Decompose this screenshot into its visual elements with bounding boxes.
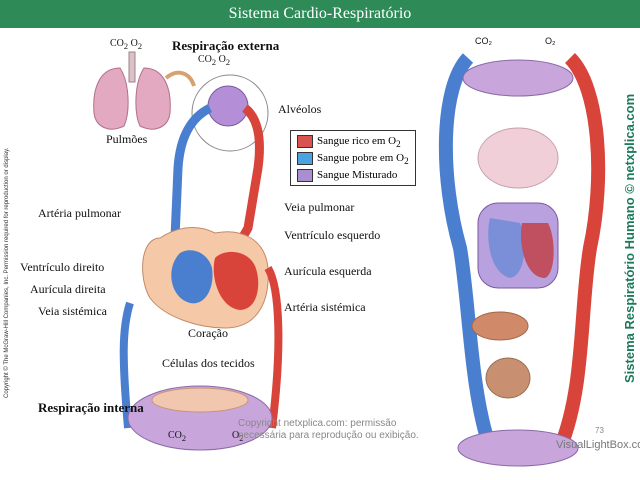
footer-brand: VisualLightBox.com <box>556 439 640 451</box>
legend-item-oxygen-poor: Sangue pobre em O2 <box>297 152 409 166</box>
pulmonary-vein-label: Veia pulmonar <box>284 200 355 214</box>
legend-swatch-blue <box>297 152 313 165</box>
watermark: Copyright netxplica.com: permissão neces… <box>238 418 419 442</box>
tissue-cells-label: Células dos tecidos <box>162 356 255 370</box>
arrow-to-alveoli <box>164 70 196 87</box>
legend-label: Sangue pobre em O <box>317 152 405 165</box>
alveoli-zoom-circle <box>191 74 269 152</box>
right-ventricle <box>171 250 213 304</box>
co2-subscript-3: 2 <box>181 434 187 443</box>
alveoli-label: Alvéolos <box>278 102 322 116</box>
co2-subscript: 2 <box>123 42 129 51</box>
watermark-line-1: Copyright netxplica.com: permissão <box>238 418 397 429</box>
o2-subscript-3: 2 <box>239 434 244 443</box>
left-atrium-label: Aurícula esquerda <box>284 264 372 278</box>
co2-text-3: CO <box>168 430 182 441</box>
diagram-stage: CO₂ O₂ CO2 O2 Respiração externa CO2 O2 … <box>0 28 640 480</box>
legend-item-mixed: Sangue Misturado <box>297 169 397 183</box>
o2-text-3: O <box>232 430 240 441</box>
copyright-notice: Copyright © The McGraw-Hill Companies, I… <box>4 147 10 398</box>
pulmonary-artery <box>170 103 213 239</box>
internal-respiration-label: Respiração interna <box>38 400 144 415</box>
alveoli-co2-o2-label: CO2 O2 <box>198 54 230 67</box>
o2-subscript-2: 2 <box>225 58 230 67</box>
legend-swatch-purple <box>297 169 313 182</box>
left-ventricle-label: Ventrículo esquerdo <box>284 228 381 242</box>
left-ventricle <box>213 251 259 310</box>
lungs-illustration <box>93 51 171 130</box>
page-title: Sistema Cardio-Respiratório <box>0 0 640 28</box>
lungs-label: Pulmões <box>106 132 148 146</box>
heart-label: Coração <box>188 326 228 340</box>
circulation-illustration: CO₂ O₂ <box>93 36 606 467</box>
alveoli-cluster <box>207 85 249 127</box>
pulmonary-artery-label: Artéria pulmonar <box>38 206 121 220</box>
legend-subscript: 2 <box>404 156 409 167</box>
legend-swatch-red <box>297 135 313 148</box>
side-credit-text: Sistema Respiratório Humano © netxplica.… <box>622 93 637 383</box>
legend-label: Sangue rico em O <box>317 135 397 148</box>
systemic-artery <box>264 265 283 429</box>
co2-text: CO <box>110 38 124 49</box>
external-respiration-label: Respiração externa <box>172 38 280 53</box>
systemic-vein-label: Veia sistémica <box>38 304 107 318</box>
right-full-body-circulation <box>438 53 606 467</box>
right-atrium-label: Aurícula direita <box>30 282 106 296</box>
co2-text-2: CO <box>198 54 212 65</box>
legend-subscript: 2 <box>396 139 401 150</box>
watermark-line-2: necessária para reprodução ou exibição. <box>238 430 419 441</box>
page-number: 73 <box>595 426 604 435</box>
right-o2-label: O₂ <box>545 36 556 46</box>
tissue-co2-label: CO2 <box>168 430 186 443</box>
tissue-cells <box>151 387 249 413</box>
o2-text-2: O <box>218 54 226 65</box>
right-ventricle-label: Ventrículo direito <box>20 260 105 274</box>
right-co2-label: CO₂ <box>475 36 493 46</box>
o2-subscript: 2 <box>137 42 142 51</box>
systemic-artery-label: Artéria sistémica <box>284 300 366 314</box>
o2-text: O <box>130 38 138 49</box>
legend-label: Sangue Misturado <box>317 169 398 182</box>
tissue-o2-label: O2 <box>232 430 243 443</box>
legend-item-oxygen-rich: Sangue rico em O2 <box>297 135 401 149</box>
systemic-vein <box>119 301 134 429</box>
legend: Sangue rico em O2 Sangue pobre em O2 San… <box>290 130 416 186</box>
lungs-co2-o2-label: CO2 O2 <box>110 38 142 51</box>
co2-subscript-2: 2 <box>211 58 217 67</box>
